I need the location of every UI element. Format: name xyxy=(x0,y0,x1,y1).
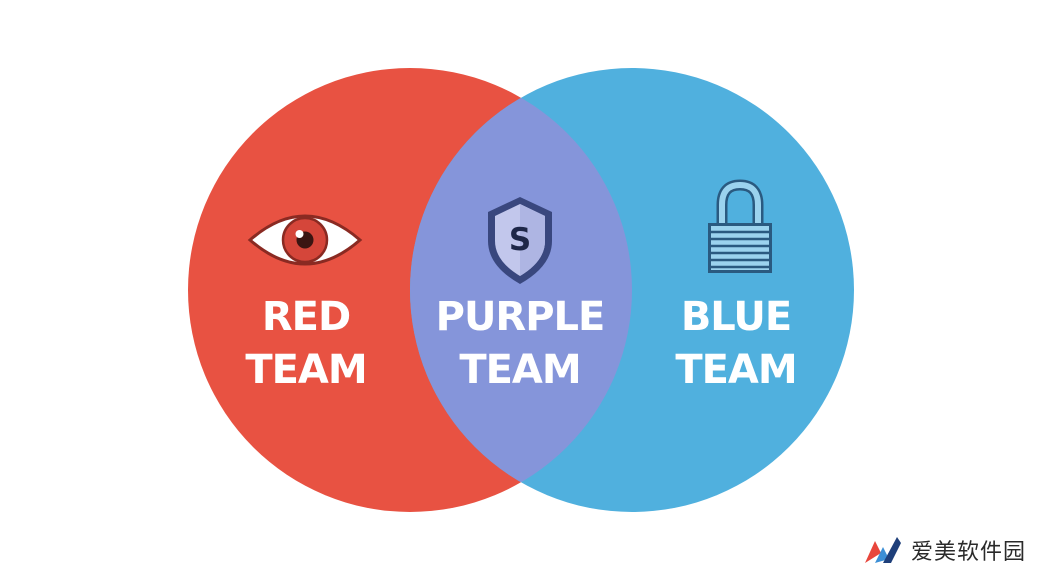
watermark-text: 爱美软件园 xyxy=(910,540,1026,565)
purple-team-label: PURPLE TEAM xyxy=(436,294,606,393)
eye-icon xyxy=(247,214,363,266)
watermark: 爱美软件园 xyxy=(863,530,1026,570)
purple-team-overlap xyxy=(410,68,632,512)
shield-icon: S xyxy=(488,197,552,284)
red-team-label: RED TEAM xyxy=(245,294,367,393)
shield-letter: S xyxy=(509,222,531,258)
blue-team-label-line-2: TEAM xyxy=(675,347,796,393)
blue-team-label-line-1: BLUE xyxy=(681,294,791,340)
purple-team-label-line-1: PURPLE xyxy=(436,294,605,340)
watermark-logo-icon xyxy=(864,537,901,563)
padlock-icon xyxy=(708,179,772,273)
purple-team-label-line-2: TEAM xyxy=(459,347,580,393)
red-team-label-line-1: RED xyxy=(262,294,350,340)
blue-team-label: BLUE TEAM xyxy=(675,294,797,393)
red-team-label-line-2: TEAM xyxy=(245,347,366,393)
